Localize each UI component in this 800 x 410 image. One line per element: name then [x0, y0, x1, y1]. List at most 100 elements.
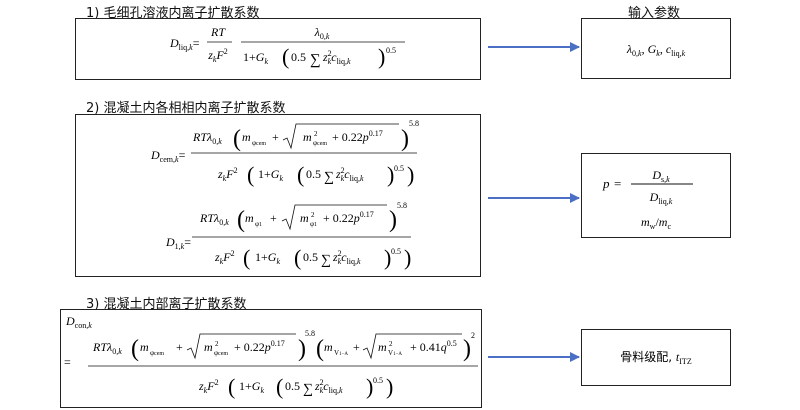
svg-text:5.8: 5.8	[409, 119, 419, 128]
svg-text:0.5: 0.5	[394, 164, 404, 173]
svg-text:(: (	[297, 162, 304, 187]
svg-text:): )	[404, 245, 411, 270]
svg-text:φ1: φ1	[310, 220, 317, 228]
svg-text:1+Gk: 1+Gk	[258, 167, 283, 183]
svg-text:φcem: φcem	[150, 349, 164, 357]
svg-text:+ 0.22p0.17: + 0.22p0.17	[234, 339, 285, 354]
box-input-2	[581, 153, 731, 238]
svg-text:Dcon,k: Dcon,k	[65, 314, 92, 330]
svg-text:0.5: 0.5	[285, 379, 300, 393]
svg-text:Dcem,k=: Dcem,k=	[150, 148, 186, 164]
svg-text:RTλ0,k: RTλ0,k	[192, 130, 222, 146]
svg-text:+: +	[270, 211, 277, 225]
svg-text:∑: ∑	[303, 382, 313, 397]
svg-text:m: m	[378, 340, 387, 354]
svg-text:0.5: 0.5	[373, 376, 383, 385]
svg-text:): )	[384, 245, 391, 270]
svg-text:D1,k=: D1,k=	[165, 235, 191, 251]
svg-text:m: m	[324, 340, 333, 354]
svg-text:p: p	[602, 176, 610, 191]
svg-text:): )	[407, 162, 414, 187]
svg-text:mw/mc: mw/mc	[641, 215, 671, 231]
svg-text:=: =	[64, 355, 71, 369]
svg-text:2: 2	[215, 340, 219, 348]
svg-text:5.8: 5.8	[305, 329, 315, 338]
svg-text:0.5: 0.5	[303, 250, 318, 264]
svg-text:1+Gk: 1+Gk	[243, 50, 268, 66]
svg-text:0.5: 0.5	[291, 50, 306, 64]
svg-text:=: =	[614, 176, 621, 191]
input-2-text: p = Ds,k Dliq,k mw/mc	[602, 168, 693, 231]
equation-d-1: D1,k= RTλ0,k ( m φ1 + m 2 φ1 + 0.22p0.17…	[165, 201, 411, 270]
box-input-1	[581, 18, 731, 79]
svg-text:): )	[298, 336, 306, 362]
svg-text:m: m	[242, 130, 251, 144]
svg-text:(: (	[247, 162, 254, 187]
equation-d-con: Dcon,k = RTλ0,k ( m φcem + m 2 φcem + 0.…	[64, 314, 478, 399]
inputs-title: 输入参数	[628, 6, 681, 21]
svg-text:m: m	[245, 211, 254, 225]
svg-text:(: (	[294, 245, 301, 270]
svg-text:+ 0.41q0.5: + 0.41q0.5	[410, 339, 457, 354]
svg-text:Dliq,k: Dliq,k	[649, 190, 673, 206]
svg-text:(: (	[131, 336, 139, 362]
svg-text:RTλ0,k: RTλ0,k	[92, 340, 122, 356]
svg-text:m: m	[204, 340, 213, 354]
svg-text:+: +	[353, 340, 360, 354]
svg-text:(: (	[282, 44, 289, 69]
svg-text:): )	[389, 207, 397, 233]
svg-text:∑: ∑	[324, 170, 334, 185]
svg-text:zkF2: zkF2	[198, 378, 219, 395]
svg-text:1+Gk: 1+Gk	[239, 379, 264, 395]
svg-text:(: (	[237, 207, 245, 233]
svg-text:φcem: φcem	[252, 139, 266, 147]
section-title-2: 2) 混凝土内各相相内离子扩散系数	[86, 101, 286, 116]
svg-text:骨料级配, tITZ: 骨料级配, tITZ	[620, 350, 692, 366]
svg-text:∑: ∑	[310, 52, 321, 68]
svg-text:φcem: φcem	[313, 139, 327, 147]
svg-text:): )	[366, 374, 373, 399]
svg-text:+: +	[176, 340, 183, 354]
svg-text:zkF2: zkF2	[217, 166, 238, 183]
svg-text:λ0,k: λ0,k	[314, 25, 330, 41]
svg-text:2: 2	[389, 340, 393, 348]
svg-text:φ1: φ1	[255, 220, 262, 228]
svg-text:(: (	[276, 374, 283, 399]
svg-text:RTλ0,k: RTλ0,k	[199, 211, 229, 227]
svg-text:m: m	[140, 340, 149, 354]
svg-text:): )	[401, 126, 409, 152]
svg-text:λ0,k, Gk, cliq,k: λ0,k, Gk, cliq,k	[626, 42, 686, 58]
section-title-3: 3) 混凝土内部离子扩散系数	[86, 297, 247, 312]
svg-text:2: 2	[314, 130, 318, 138]
box-phase-diffusion	[75, 114, 481, 277]
svg-text:φcem: φcem	[214, 349, 228, 357]
svg-text:): )	[386, 374, 393, 399]
svg-text:Ds,k: Ds,k	[651, 168, 670, 184]
svg-text:RT: RT	[210, 25, 226, 39]
svg-text:V1−A: V1−A	[388, 349, 402, 357]
svg-text:∑: ∑	[321, 253, 331, 268]
svg-text:+: +	[272, 130, 279, 144]
svg-text:Dliq,k=: Dliq,k=	[169, 36, 200, 52]
svg-text:0.5: 0.5	[391, 247, 401, 256]
svg-text:1+Gk: 1+Gk	[255, 250, 280, 266]
svg-text:5.8: 5.8	[397, 201, 407, 210]
svg-text:0.5: 0.5	[306, 167, 321, 181]
svg-text:2: 2	[311, 211, 315, 219]
input-3-text: 骨料级配, tITZ	[620, 350, 692, 366]
input-1-text: λ0,k, Gk, cliq,k	[626, 42, 686, 58]
svg-text:2: 2	[471, 331, 475, 340]
svg-text:+ 0.22p0.17: + 0.22p0.17	[323, 210, 374, 225]
svg-text:(: (	[233, 126, 241, 152]
equation-d-cem: Dcem,k= RTλ0,k ( m φcem + m 2 φcem + 0.2…	[150, 119, 419, 187]
box-concrete-diffusion	[60, 309, 482, 408]
svg-text:m: m	[300, 211, 309, 225]
svg-text:(: (	[228, 374, 235, 399]
svg-text:zkF2: zkF2	[207, 47, 228, 64]
